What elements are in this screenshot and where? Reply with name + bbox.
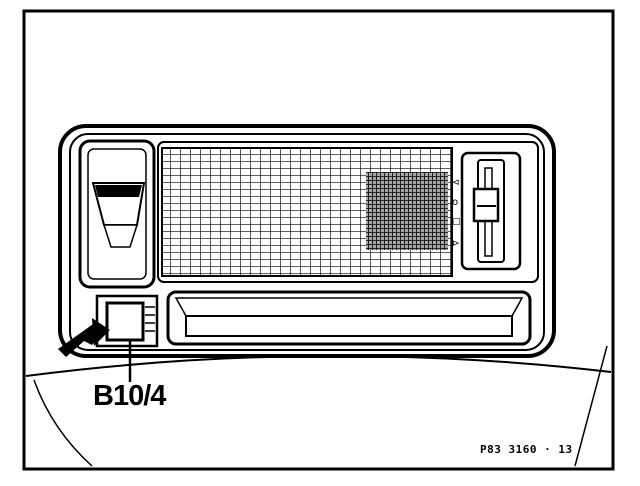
svg-text:□: □ <box>452 217 461 227</box>
svg-text:o: o <box>452 197 458 208</box>
figure-border <box>22 9 615 471</box>
lens-icon <box>157 141 539 283</box>
console-housing-inner <box>69 133 545 351</box>
svg-text:⊳: ⊳ <box>452 239 460 249</box>
reading-lamp-slot <box>166 290 532 346</box>
headliner-fold-left <box>33 379 93 467</box>
sensor-icon <box>95 294 159 348</box>
dome-lamp-icon <box>78 139 156 289</box>
headliner-fold-right <box>574 345 608 467</box>
arrow-icon <box>58 318 110 357</box>
switch-slider-icon[interactable]: ⊲ o □ ⊳ <box>452 151 522 271</box>
callout-label: B10/4 <box>93 380 166 412</box>
svg-text:⊲: ⊲ <box>452 178 460 188</box>
headliner-edge <box>25 354 612 377</box>
reference-code: P83 3160 · 13 <box>480 443 573 456</box>
